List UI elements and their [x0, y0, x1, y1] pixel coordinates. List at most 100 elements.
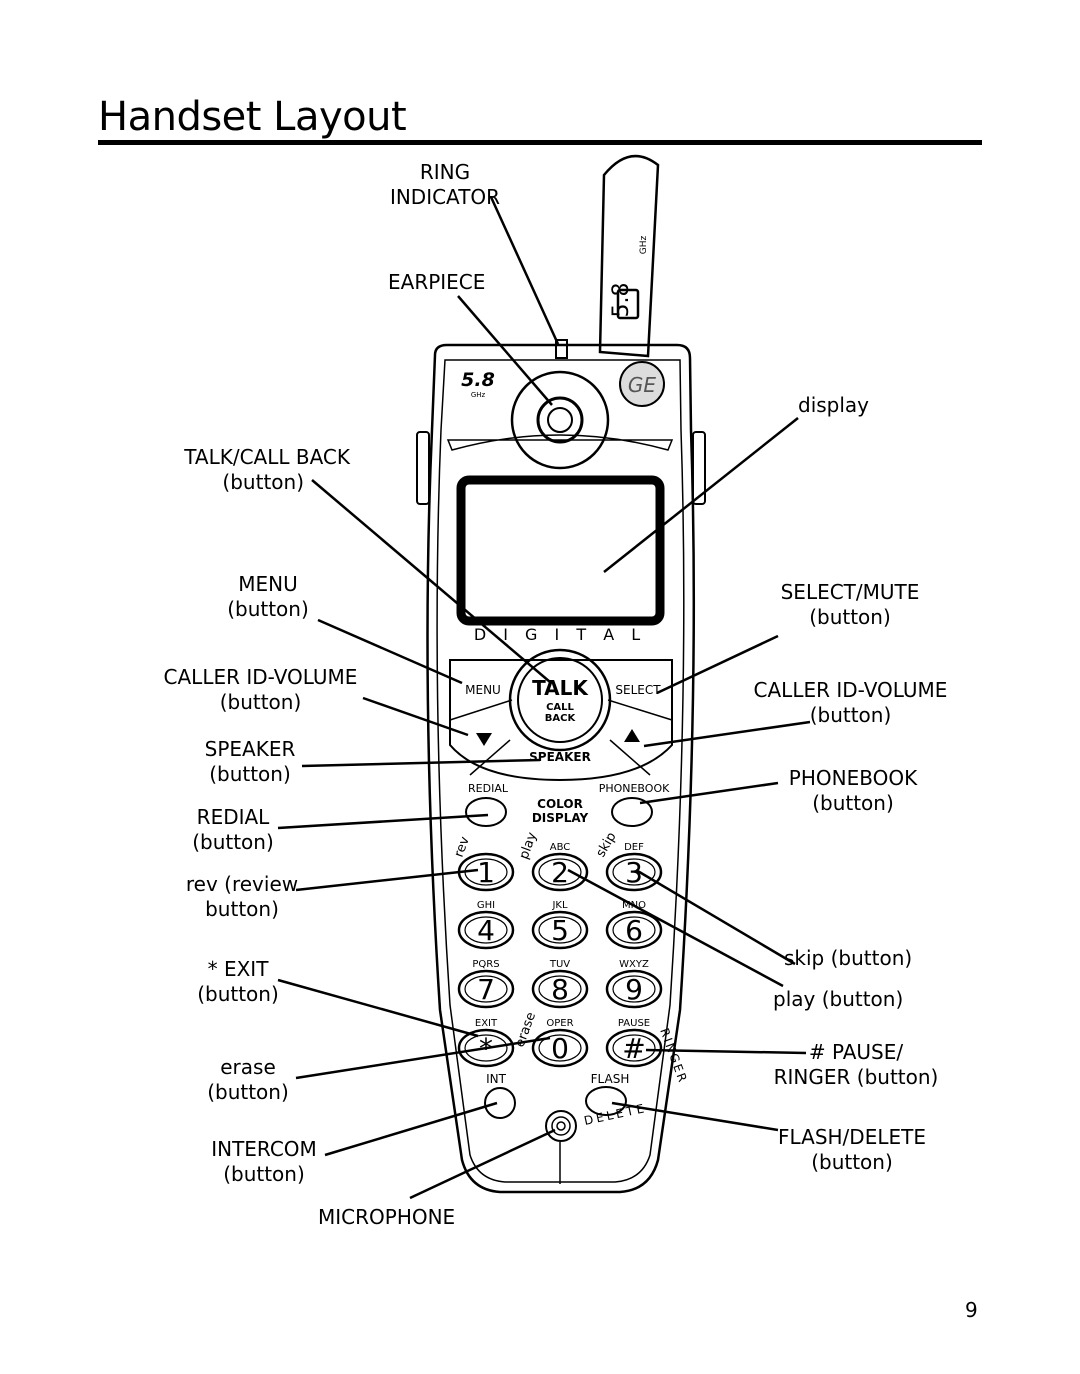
redial-label-line1: REDIAL [196, 805, 270, 829]
redial-button [465, 797, 507, 827]
exit-label-line1: * EXIT [207, 957, 269, 981]
redial-label: REDIAL (button) [185, 805, 281, 855]
ring-indicator-label-line1: RING [419, 160, 471, 184]
key-digit: 2 [551, 856, 569, 889]
caller-id-volume-left-line2: (button) [219, 690, 302, 714]
rev-label-line2: button) [205, 897, 279, 921]
phonebook-label: PHONEBOOK (button) [778, 766, 928, 816]
caller-id-volume-right-line1: CALLER ID-VOLUME [753, 678, 948, 702]
svg-text:COLOR: COLOR [537, 797, 583, 811]
talk-call-back-label-line2: (button) [222, 470, 304, 494]
antenna: 5.8 GHz [598, 154, 660, 358]
handset-body: GE 5.8 GHz D I G I T A L MENU SELECT TAL… [416, 339, 706, 1194]
antenna-text: 5.8 [609, 283, 634, 318]
leader-lines [277, 196, 811, 1200]
talk-call-back-label: TALK/CALL BACK (button) [140, 445, 350, 495]
menu-label-line2: (button) [227, 597, 309, 621]
svg-text:SPEAKER: SPEAKER [529, 750, 591, 764]
erase-label-line2: (button) [207, 1080, 289, 1104]
svg-text:PHONEBOOK: PHONEBOOK [599, 782, 670, 795]
svg-text:MENU: MENU [465, 683, 501, 697]
flash-button [585, 1086, 627, 1116]
title-rule [98, 140, 982, 145]
page-number: 9 [965, 1298, 978, 1322]
page-title: Handset Layout [98, 94, 407, 140]
key-digit: # [622, 1032, 645, 1065]
key-digit: 4 [477, 914, 495, 947]
key-digit: 5 [551, 914, 569, 947]
microphone [545, 1110, 577, 1142]
caller-id-volume-right-line2: (button) [809, 703, 892, 727]
ring-indicator-label-line2: INDICATOR [389, 185, 501, 209]
svg-text:REDIAL: REDIAL [468, 782, 509, 795]
key-letters: ABC [550, 842, 571, 853]
speaker-label-line2: (button) [209, 762, 291, 786]
display-screen [456, 475, 665, 626]
key-letters: PQRS [472, 959, 499, 970]
speaker-label: SPEAKER (button) [198, 737, 302, 787]
svg-text:BACK: BACK [545, 713, 577, 724]
display-label: display [798, 393, 870, 417]
exit-label: * EXIT (button) [190, 957, 286, 1007]
key-digit: 9 [625, 973, 643, 1006]
microphone-label: MICROPHONE [318, 1205, 456, 1229]
volume-down-icon [476, 733, 492, 746]
antenna-unit: GHz [639, 235, 649, 254]
phonebook-label-line1: PHONEBOOK [788, 766, 918, 790]
phonebook-label-line2: (button) [812, 791, 894, 815]
pause-ringer-label: # PAUSE/ RINGER (button) [768, 1040, 944, 1090]
key-digit: 8 [551, 973, 569, 1006]
svg-text:skip: skip [593, 830, 619, 860]
ring-indicator-label: RING INDICATOR [380, 160, 510, 210]
svg-text:GHz: GHz [471, 391, 486, 399]
pause-ringer-label-line2: RINGER (button) [773, 1065, 939, 1089]
rev-label-line1: rev (review [185, 872, 299, 896]
key-letters: WXYZ [619, 959, 649, 970]
svg-text:INT: INT [486, 1072, 507, 1086]
svg-text:D I G I T A L: D I G I T A L [474, 625, 646, 644]
key-7: 7 PQRS [457, 959, 515, 1009]
redial-label-line2: (button) [192, 830, 274, 854]
caller-id-volume-right-label: CALLER ID-VOLUME (button) [748, 678, 953, 728]
svg-text:rev: rev [452, 834, 473, 859]
intercom-label-line1: INTERCOM [211, 1137, 317, 1161]
key-digit: 0 [551, 1032, 569, 1065]
intercom-button [484, 1087, 516, 1119]
key-2: 2 ABC [531, 842, 589, 892]
svg-text:5.8: 5.8 [461, 369, 495, 391]
erase-label: erase (button) [200, 1055, 296, 1105]
svg-text:CALL: CALL [546, 702, 574, 713]
svg-text:SELECT: SELECT [615, 683, 661, 697]
key-letters: JKL [551, 900, 568, 911]
intercom-label: INTERCOM (button) [204, 1137, 324, 1187]
erase-label-line1: erase [220, 1055, 276, 1079]
key-digit: 7 [477, 973, 495, 1006]
key-letters: DEF [624, 842, 644, 853]
talk-button [508, 648, 612, 752]
key-8: 8 TUV [531, 959, 589, 1009]
key-digit: 1 [477, 856, 495, 889]
volume-up-icon [624, 729, 640, 742]
earpiece-label: EARPIECE [388, 270, 486, 294]
phonebook-button [611, 797, 653, 827]
svg-text:TALK: TALK [532, 676, 589, 700]
pause-ringer-label-line1: # PAUSE/ [808, 1040, 904, 1064]
select-mute-label-line2: (button) [809, 605, 891, 629]
intercom-label-line2: (button) [223, 1162, 305, 1186]
rev-label: rev (review button) [180, 872, 304, 922]
key-letters: GHI [477, 900, 495, 911]
key-pound: # PAUSE [605, 1018, 663, 1068]
ge-logo [619, 361, 665, 407]
key-letters: TUV [549, 959, 570, 970]
key-9: 9 WXYZ [605, 959, 663, 1009]
key-star: *EXIT [457, 1018, 515, 1068]
key-4: 4 GHI [457, 900, 515, 950]
key-letters: PAUSE [618, 1018, 650, 1029]
svg-text:DELETE: DELETE [583, 1101, 649, 1128]
flash-delete-label-line1: FLASH/DELETE [778, 1125, 926, 1149]
svg-text:RINGER: RINGER [657, 1026, 690, 1085]
menu-label-line1: MENU [238, 572, 298, 596]
